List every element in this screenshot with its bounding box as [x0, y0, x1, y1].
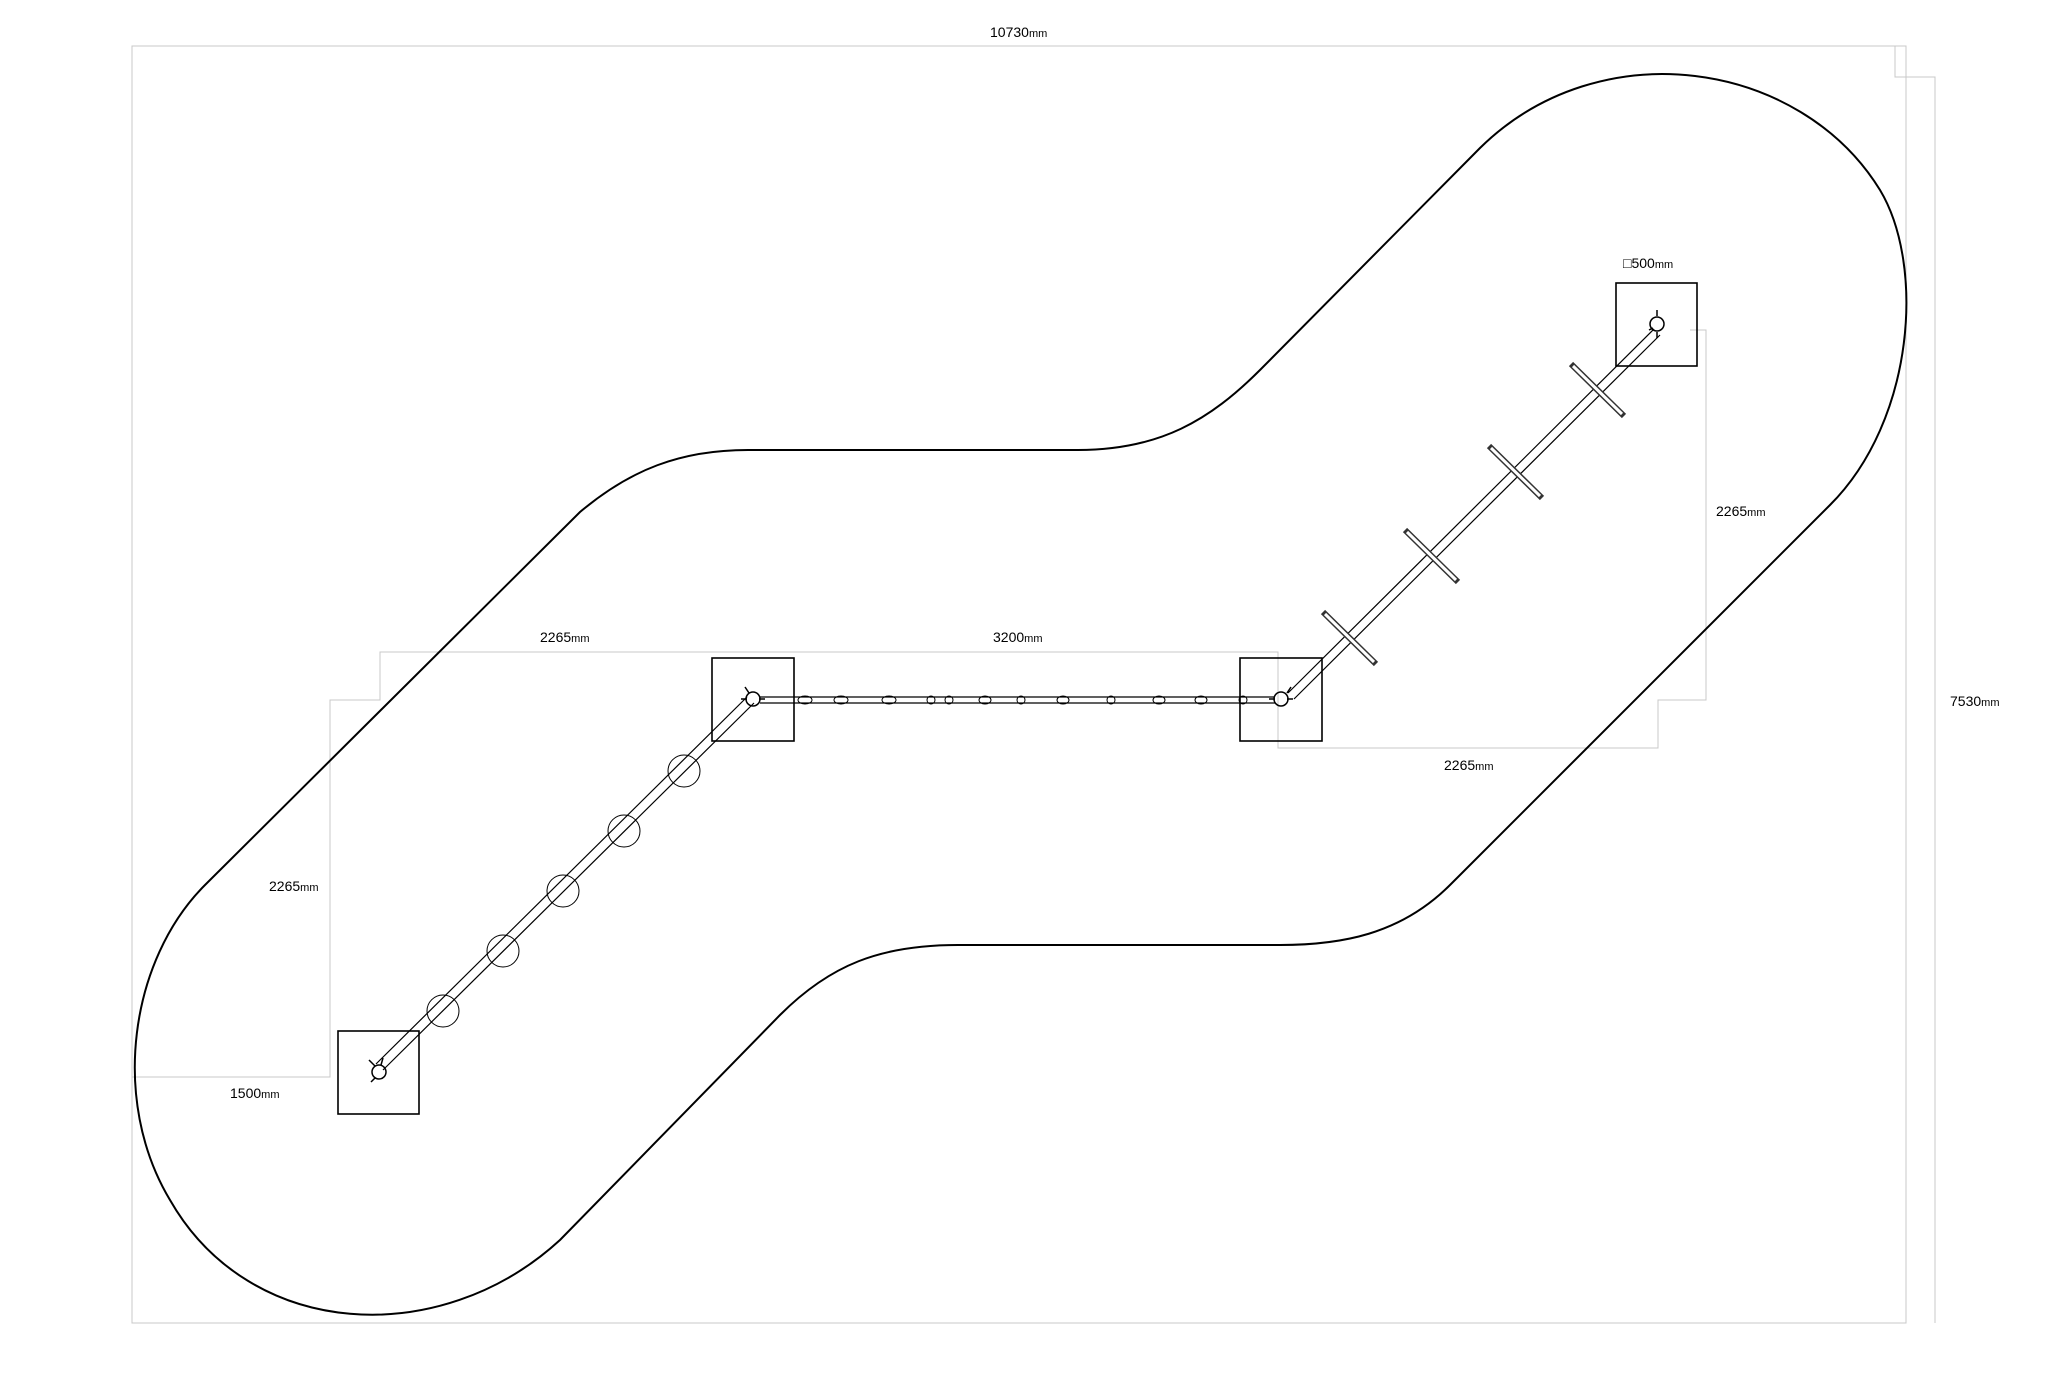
ring-5: [667, 754, 701, 788]
dimension-labels: 10730mm 7530mm 2265mm 2265mm 3200mm 2265…: [230, 24, 1999, 1101]
post-footing-4: [1615, 282, 1698, 367]
post-footing-1: [337, 1030, 420, 1115]
dim-post-size: □500mm: [1623, 255, 1673, 271]
dim-total-height: 7530mm: [1950, 693, 1999, 709]
post-footing-2: [711, 657, 795, 742]
post-anchors: [368, 310, 1665, 1083]
dim-right-vertical: 2265mm: [1716, 503, 1765, 519]
dimension-frame: [131, 45, 1936, 1324]
anchor-symbol-3: [1269, 686, 1293, 707]
dim-left-horizontal: 2265mm: [540, 629, 589, 645]
anchor-symbol-2: [741, 686, 765, 707]
posts: [337, 282, 1698, 1115]
beam-diagonal-left: [375, 696, 755, 1071]
dim-middle-span: 3200mm: [993, 629, 1042, 645]
beam-horizontal-chain: [760, 695, 1275, 705]
anchor-symbol-1: [368, 1057, 387, 1083]
post-footing-3: [1239, 657, 1323, 742]
ring-2: [486, 934, 520, 968]
safety-zone-outline: [133, 73, 1908, 1316]
beam-diagonal-right: [1287, 328, 1661, 700]
dim-edge-offset: 1500mm: [230, 1085, 279, 1101]
dim-total-width: 10730mm: [990, 24, 1047, 40]
dim-right-horizontal: 2265mm: [1444, 757, 1493, 773]
ring-4: [607, 814, 641, 848]
ring-3: [546, 874, 580, 908]
dim-left-vertical: 2265mm: [269, 878, 318, 894]
anchor-symbol-4: [1648, 310, 1665, 338]
ring-1: [426, 994, 460, 1028]
